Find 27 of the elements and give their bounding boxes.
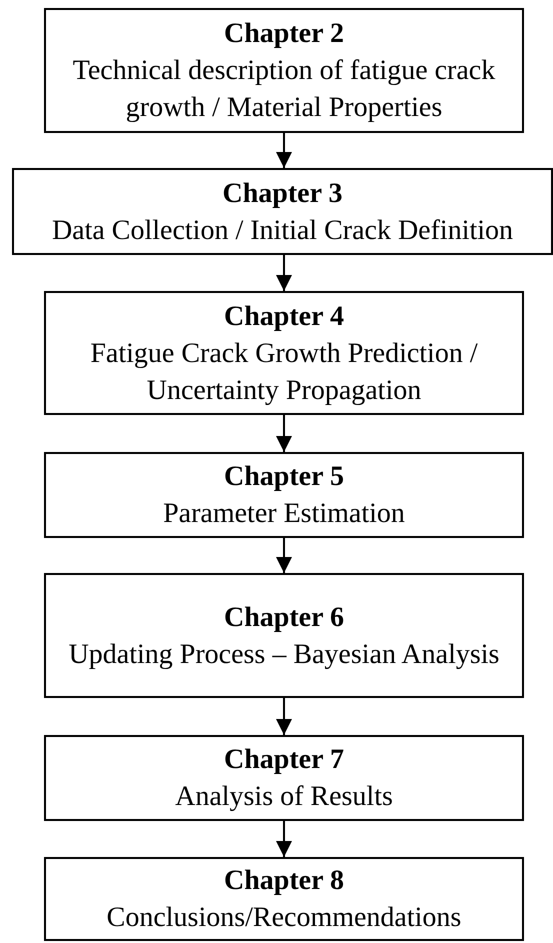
process-box <box>44 452 524 538</box>
arrow <box>276 698 292 735</box>
process-box <box>44 857 524 941</box>
process-box <box>12 168 553 255</box>
arrow <box>276 133 292 168</box>
process-box <box>44 735 524 821</box>
chapter-description: Fatigue Crack Growth Prediction / Uncertainty Propagation <box>89 336 479 408</box>
chapter-heading: Chapter 4 <box>224 300 344 334</box>
chapter-description: Technical description of fatigue crack growth / Material Properties <box>72 54 496 125</box>
arrow <box>276 538 292 573</box>
arrow <box>276 255 292 291</box>
process-box <box>44 573 524 698</box>
chapter-description: Updating Process – Bayesian Analysis <box>68 638 500 672</box>
chapter-heading: Chapter 7 <box>224 743 344 777</box>
arrow <box>276 821 292 857</box>
arrow <box>276 415 292 452</box>
chapter-heading: Chapter 3 <box>222 176 343 210</box>
chapter-heading: Chapter 8 <box>224 864 344 898</box>
chapter-description: Analysis of Results <box>175 780 393 814</box>
chapter-heading: Chapter 5 <box>224 460 344 494</box>
process-box <box>44 291 524 415</box>
chapter-description: Data Collection / Initial Crack Definition <box>52 214 514 248</box>
chapter-description: Conclusions/Recommendations <box>106 901 462 935</box>
chapter-heading: Chapter 2 <box>224 17 344 51</box>
chapter-heading: Chapter 6 <box>224 600 344 634</box>
process-box <box>44 8 524 133</box>
chapter-description: Parameter Estimation <box>163 497 405 531</box>
